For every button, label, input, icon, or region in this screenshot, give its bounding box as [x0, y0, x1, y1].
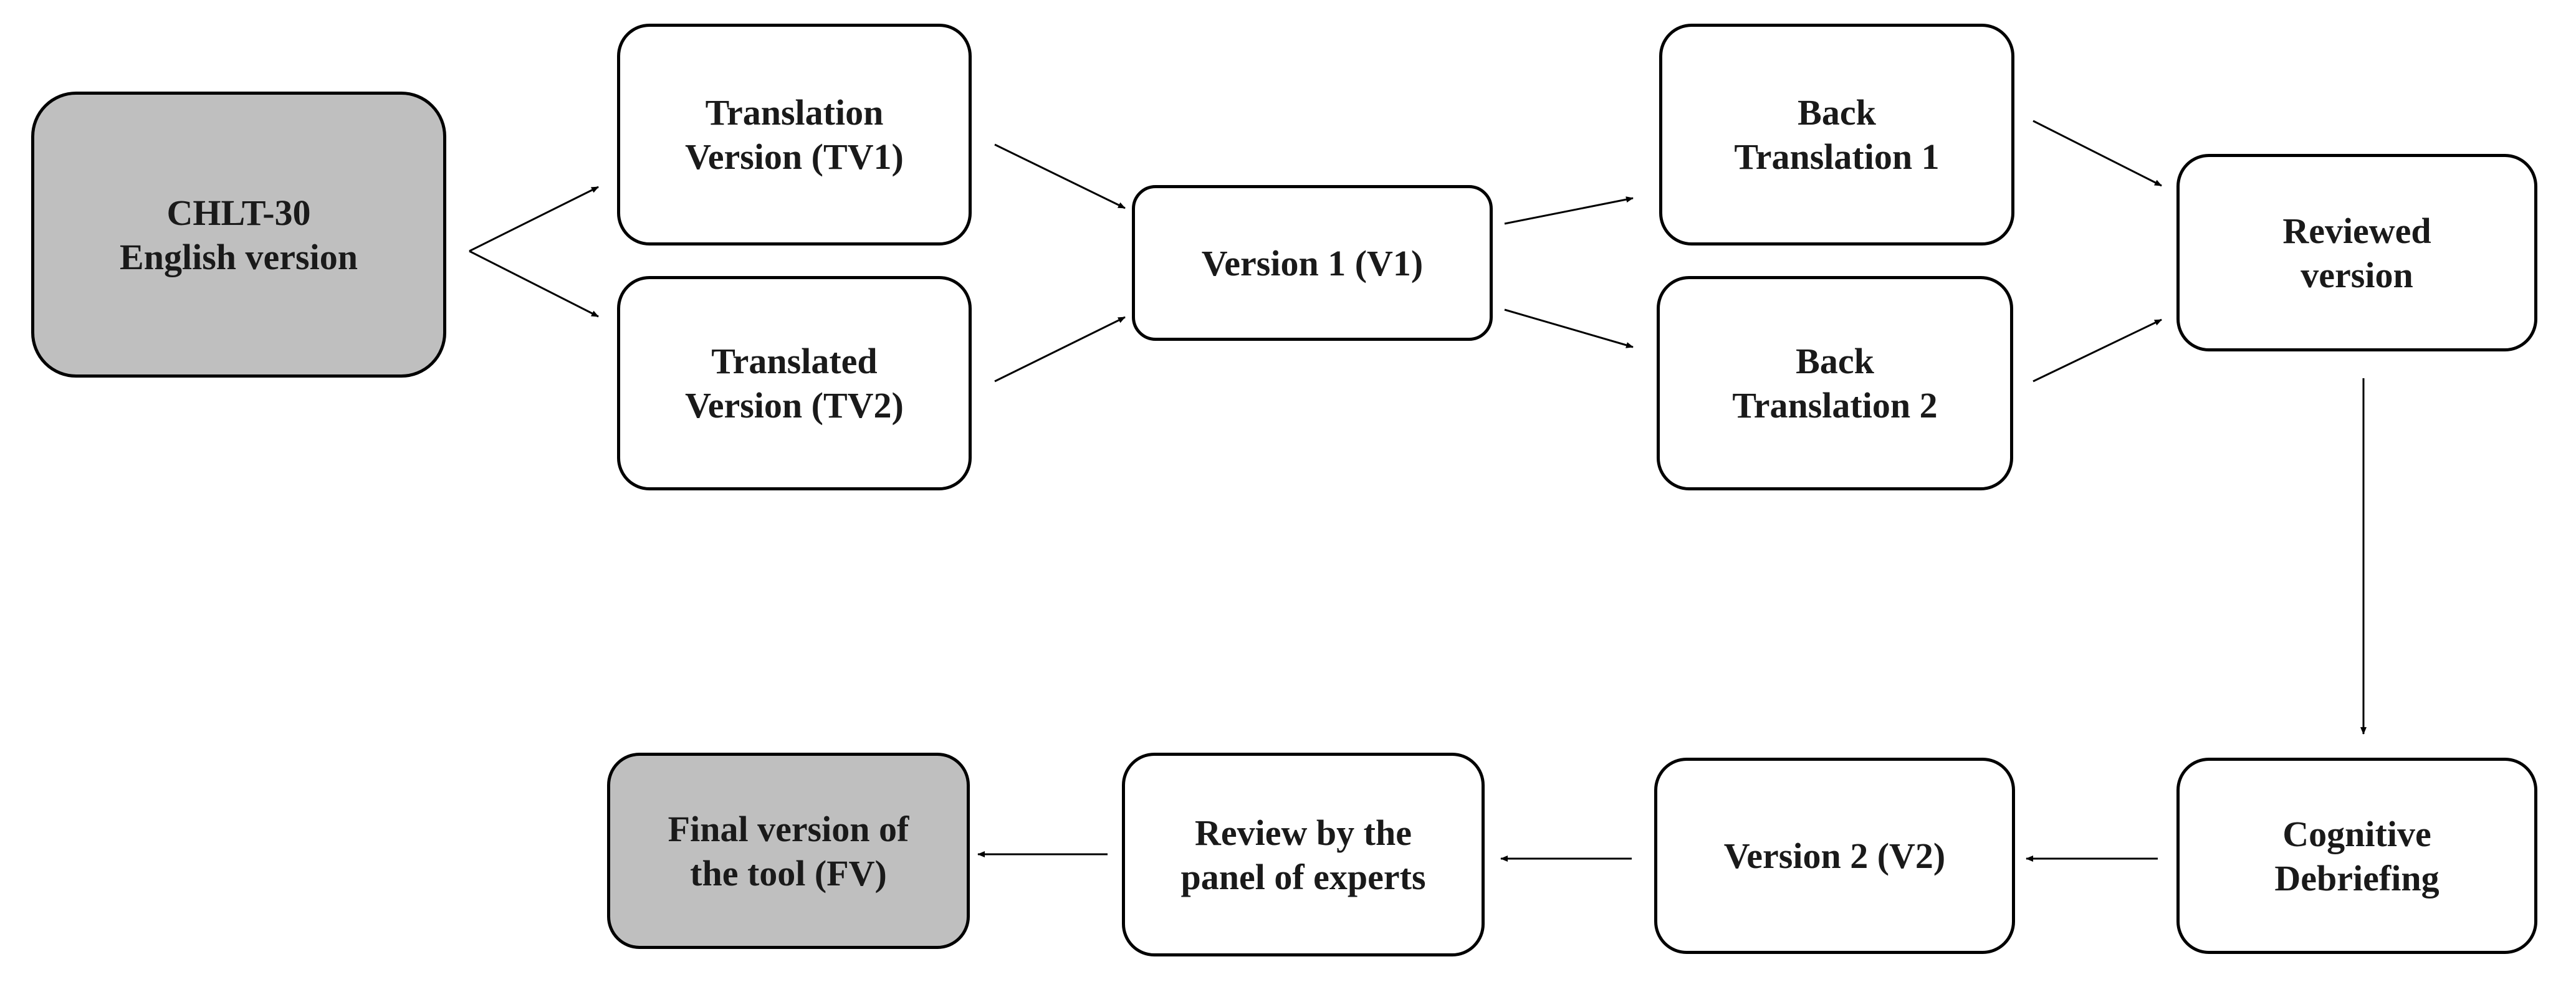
node-label: Translated Version (TV2)	[685, 341, 904, 426]
node-label: Review by the panel of experts	[1180, 812, 1426, 897]
node-label: Cognitive Debriefing	[2274, 813, 2440, 899]
node-label: Version 1 (V1)	[1201, 242, 1424, 284]
arrow-v1-to-bt2	[1504, 308, 1634, 348]
node-version-2: Version 2 (V2)	[1654, 758, 2015, 954]
node-label: Back Translation 2	[1732, 341, 1938, 426]
node-version-1: Version 1 (V1)	[1132, 185, 1493, 341]
node-review-by-panel-of-experts: Review by the panel of experts	[1122, 753, 1485, 956]
node-translation-version-tv1: Translation Version (TV1)	[617, 24, 972, 245]
node-label: CHLT-30 English version	[120, 192, 358, 277]
node-chlt30-english-version: CHLT-30 English version	[31, 92, 446, 378]
arrow-source-to-tv1	[469, 186, 599, 252]
arrow-tv1-to-v1	[994, 143, 1126, 209]
node-back-translation-2: Back Translation 2	[1657, 276, 2013, 490]
arrow-bt1-to-reviewed	[2033, 120, 2162, 187]
node-final-version-of-tool: Final version of the tool (FV)	[607, 753, 970, 949]
node-label: Final version of the tool (FV)	[668, 808, 909, 894]
arrow-tv2-to-v1	[994, 316, 1126, 383]
node-label: Reviewed version	[2282, 210, 2431, 295]
node-translated-version-tv2: Translated Version (TV2)	[617, 276, 972, 490]
node-back-translation-1: Back Translation 1	[1659, 24, 2014, 245]
node-label: Version 2 (V2)	[1723, 836, 1946, 876]
node-label: Translation Version (TV1)	[685, 92, 904, 177]
node-reviewed-version: Reviewed version	[2176, 154, 2537, 351]
node-cognitive-debriefing: Cognitive Debriefing	[2176, 758, 2537, 954]
node-label: Back Translation 1	[1734, 92, 1940, 177]
arrow-v1-to-bt1	[1504, 196, 1634, 225]
arrow-source-to-tv2	[469, 250, 599, 318]
arrow-bt2-to-reviewed	[2033, 318, 2162, 383]
